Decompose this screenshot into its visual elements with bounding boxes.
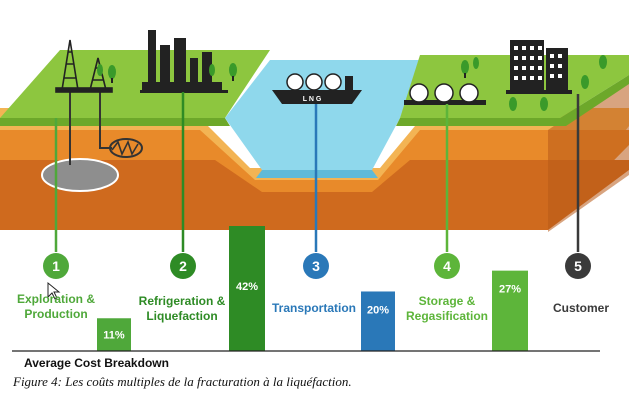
stage-badge-4: 4 — [434, 253, 460, 279]
stage-number-1: 1 — [52, 258, 60, 274]
gas-reservoir — [41, 158, 119, 192]
grass-left — [0, 50, 270, 118]
water-channel — [225, 60, 420, 170]
stage-badge-3: 3 — [303, 253, 329, 279]
stage-label-storage: Storage & Regasification — [405, 294, 489, 323]
storage-tanks-icon — [404, 83, 486, 105]
oil-derrick-icon — [55, 39, 113, 93]
block-side-face — [548, 75, 629, 232]
city-buildings-icon — [506, 40, 572, 94]
stage-number-5: 5 — [574, 258, 582, 274]
stage-badge-2: 2 — [170, 253, 196, 279]
tree-icons — [97, 55, 607, 111]
stage-badge-1: 1 — [43, 253, 69, 279]
connector-lines — [54, 92, 580, 252]
coil-zigzag — [111, 139, 139, 157]
cost-bar-transportation — [361, 291, 395, 351]
cost-bar-exploration — [97, 318, 131, 351]
cost-bars: 11% 42% 20% 27% — [97, 226, 528, 351]
well-pipe — [99, 88, 112, 149]
ship-lng-text: L N G — [303, 96, 322, 103]
stage-label-exploration: Exploration & Production — [16, 292, 95, 321]
cost-bar-label-exploration: 11% — [103, 330, 125, 342]
stage-number-3: 3 — [312, 258, 320, 274]
stage-label-customer: Customer — [552, 301, 609, 315]
stage-badge-5: 5 — [565, 253, 591, 279]
lng-ship-icon: L N G — [272, 73, 362, 104]
stage-number-4: 4 — [443, 258, 451, 274]
cost-bar-storage — [492, 270, 528, 351]
stage-number-2: 2 — [179, 258, 187, 274]
soil-layer-bottom — [0, 160, 629, 230]
landscape-block — [0, 50, 629, 232]
stage-label-liquefaction: Refrigeration & Liquefaction — [138, 294, 226, 323]
cost-breakdown-title: Average Cost Breakdown — [24, 356, 169, 370]
cost-bar-label-liquefaction: 42% — [236, 281, 258, 293]
stage-badges: 1 2 3 4 5 — [43, 253, 591, 279]
refinery-icon — [140, 30, 228, 93]
grass-left-edge — [0, 118, 230, 126]
stage-label-transportation: Transportation — [271, 301, 356, 315]
figure-caption: Figure 4: Les coûts multiples de la frac… — [13, 374, 352, 389]
grass-right-edge — [396, 75, 629, 126]
mouse-cursor-icon — [47, 281, 61, 300]
cost-bar-label-storage: 27% — [499, 284, 521, 296]
cost-bar-label-transportation: 20% — [367, 304, 389, 316]
cost-bar-liquefaction — [229, 226, 265, 351]
